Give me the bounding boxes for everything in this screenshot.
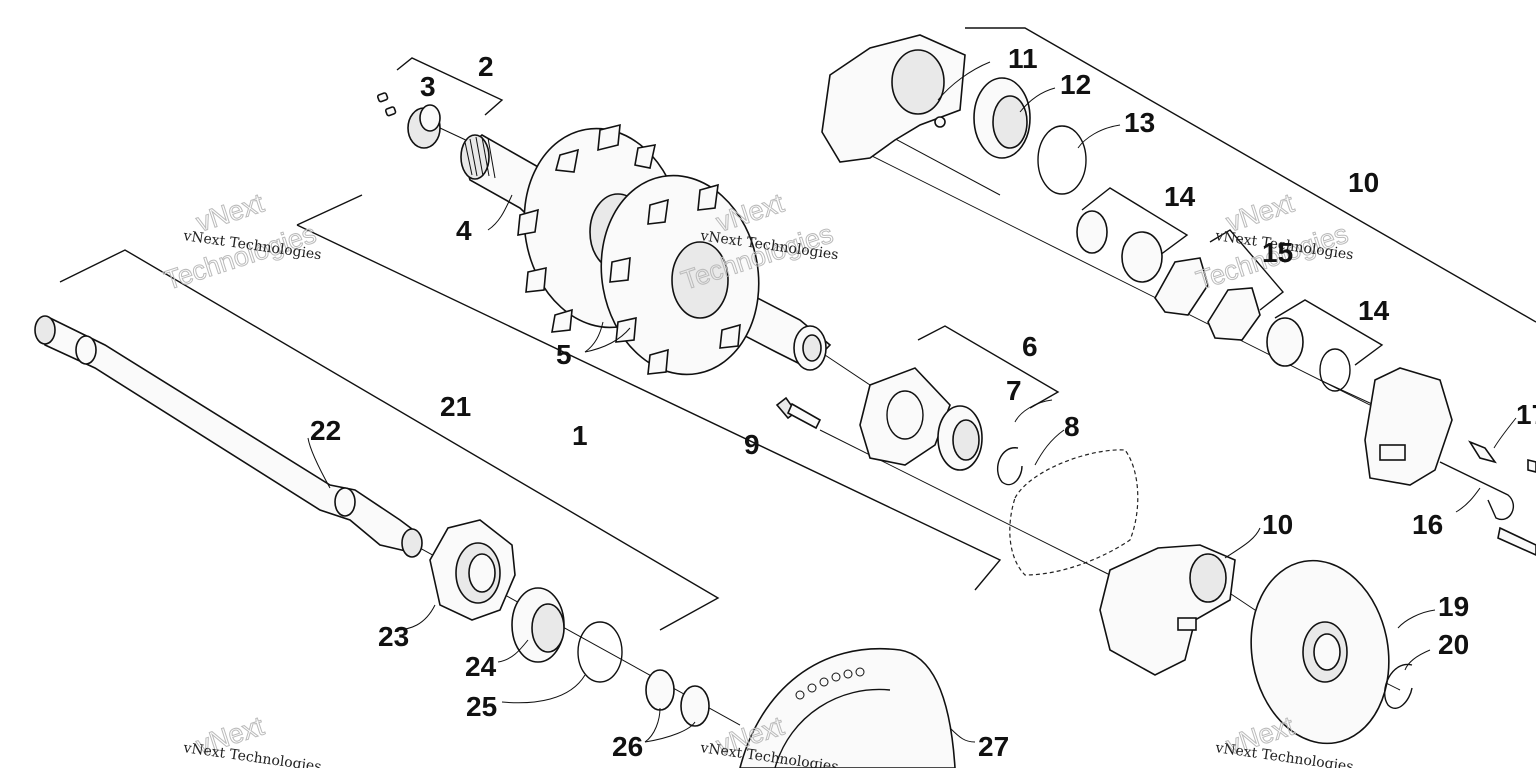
part-15-brake-pads bbox=[1154, 257, 1261, 341]
callout-14-upper: 14 bbox=[1164, 181, 1196, 212]
callout-2: 2 bbox=[478, 51, 494, 82]
part-3-pins bbox=[376, 92, 397, 117]
part-24-bearing bbox=[511, 587, 565, 663]
callout-5: 5 bbox=[556, 339, 572, 370]
part-caliper-right bbox=[1364, 367, 1453, 486]
part-caliper-upper bbox=[821, 34, 966, 163]
callout-22: 22 bbox=[310, 415, 341, 446]
callout-17: 17 bbox=[1516, 399, 1536, 430]
callout-27: 27 bbox=[978, 731, 1009, 762]
part-5-sprocket-front bbox=[600, 174, 760, 376]
callout-7: 7 bbox=[1006, 375, 1022, 406]
part-26-shims bbox=[645, 669, 710, 727]
part-7-seal bbox=[937, 405, 983, 471]
callout-10-upper: 10 bbox=[1348, 167, 1379, 198]
callout-4: 4 bbox=[456, 215, 472, 246]
chaincase-outline bbox=[1009, 449, 1139, 576]
callout-19: 19 bbox=[1438, 591, 1469, 622]
part-19-brake-disc bbox=[1250, 559, 1390, 745]
callout-9: 9 bbox=[744, 429, 760, 460]
callout-3: 3 bbox=[420, 71, 436, 102]
callout-8: 8 bbox=[1064, 411, 1080, 442]
callout-24: 24 bbox=[465, 651, 497, 682]
callout-23: 23 bbox=[378, 621, 409, 652]
part-23-flange bbox=[429, 519, 516, 621]
callout-12: 12 bbox=[1060, 69, 1091, 100]
part-2-bushing bbox=[407, 104, 441, 149]
part-16-pin bbox=[1439, 461, 1514, 521]
part-9-bolt bbox=[775, 396, 822, 430]
part-14-spacers-upper bbox=[1076, 210, 1163, 283]
callout-1: 1 bbox=[572, 420, 588, 451]
callout-11: 11 bbox=[1008, 43, 1038, 74]
callout-6: 6 bbox=[1022, 331, 1038, 362]
part-17-bleeder bbox=[1468, 440, 1497, 464]
callout-20: 20 bbox=[1438, 629, 1469, 660]
part-22-jackshaft bbox=[34, 315, 423, 558]
part-14-spacers-lower bbox=[1266, 317, 1351, 392]
part-6-plate bbox=[859, 367, 951, 466]
callout-10-lower: 10 bbox=[1262, 509, 1293, 540]
leader-lines bbox=[307, 61, 1517, 743]
part-25-ring bbox=[577, 621, 623, 683]
callout-25: 25 bbox=[466, 691, 497, 722]
part-8-clip bbox=[997, 447, 1023, 486]
part-10-caliper-lower bbox=[1099, 544, 1236, 676]
watermark-outline-2a: vNext bbox=[713, 188, 788, 238]
part-12-bearing bbox=[973, 77, 1031, 159]
part-13-ring bbox=[1037, 125, 1087, 195]
part-27-driven-clutch bbox=[739, 648, 956, 768]
callout-21: 21 bbox=[440, 391, 471, 422]
callout-13: 13 bbox=[1124, 107, 1155, 138]
assembly-brackets bbox=[59, 27, 1536, 631]
callout-14-lower: 14 bbox=[1358, 295, 1390, 326]
callout-16: 16 bbox=[1412, 509, 1443, 540]
part-20-clip bbox=[1383, 663, 1413, 709]
callout-numbers: 2 3 4 5 1 21 22 23 24 25 26 27 9 6 7 8 1… bbox=[310, 43, 1536, 762]
part-bolt-right bbox=[1497, 458, 1536, 556]
callout-26: 26 bbox=[612, 731, 643, 762]
callout-15: 15 bbox=[1262, 237, 1293, 268]
watermark-company-6: vNext Technologies bbox=[1213, 740, 1354, 768]
